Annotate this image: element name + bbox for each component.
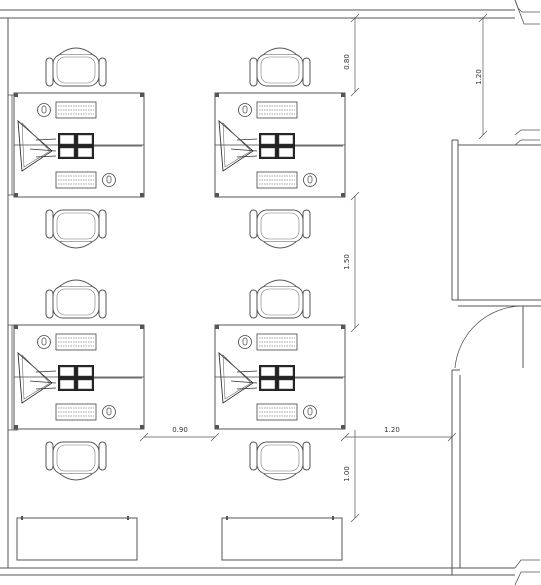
cabinet <box>16 515 138 561</box>
dimension-lines <box>139 13 488 523</box>
desk <box>215 325 345 429</box>
chair[interactable] <box>45 441 107 481</box>
desk <box>14 325 144 429</box>
dimension-label: 0.90 <box>172 426 188 434</box>
workstation <box>14 47 144 249</box>
cabinet <box>221 515 343 561</box>
dimension-label: 1.20 <box>475 69 483 85</box>
chair[interactable] <box>45 279 107 319</box>
workstation <box>14 279 144 481</box>
partition-wall <box>451 129 541 585</box>
workstation <box>215 279 345 481</box>
dimension-label: 0.80 <box>343 54 351 70</box>
dimension-label: 1.00 <box>343 466 351 482</box>
desk <box>14 93 144 197</box>
chair[interactable] <box>45 47 107 87</box>
chair[interactable] <box>249 47 311 87</box>
dimension-label: 1.20 <box>384 426 400 434</box>
desk <box>215 93 345 197</box>
chair[interactable] <box>249 441 311 481</box>
chair[interactable] <box>249 209 311 249</box>
workstation <box>215 47 345 249</box>
chair[interactable] <box>249 279 311 319</box>
dimension-label: 1.50 <box>343 254 351 270</box>
chair[interactable] <box>45 209 107 249</box>
